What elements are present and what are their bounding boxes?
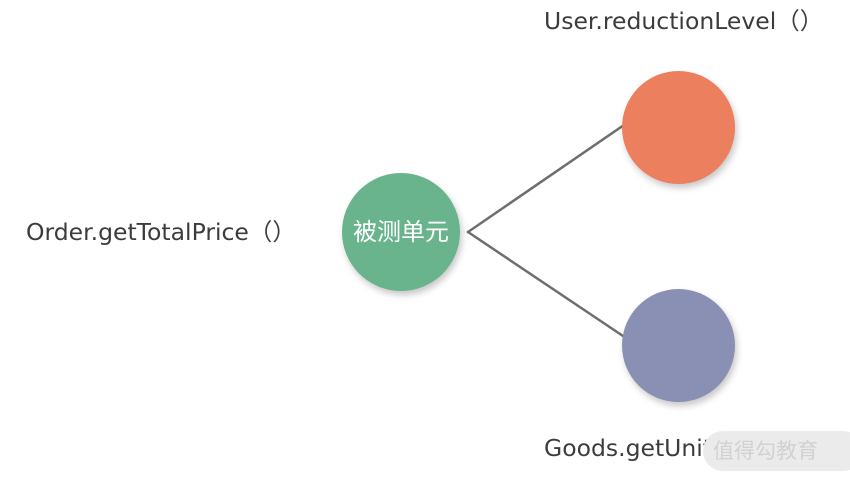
node-goods-get-unit-price[interactable]	[622, 289, 735, 402]
node-user-reduction-level[interactable]	[622, 71, 735, 184]
label-user-reduction-level: User.reductionLevel（）	[544, 7, 824, 35]
watermark-badge: 值得勾教育	[703, 431, 850, 471]
edge-center-to-lower	[466, 230, 628, 340]
label-order-get-total-price: Order.getTotalPrice（）	[26, 218, 296, 246]
node-center-unit-under-test[interactable]: 被测单元	[342, 173, 460, 291]
node-center-label: 被测单元	[353, 218, 449, 246]
edge-center-to-upper	[466, 123, 626, 234]
watermark-text: 值得勾教育	[713, 438, 818, 463]
